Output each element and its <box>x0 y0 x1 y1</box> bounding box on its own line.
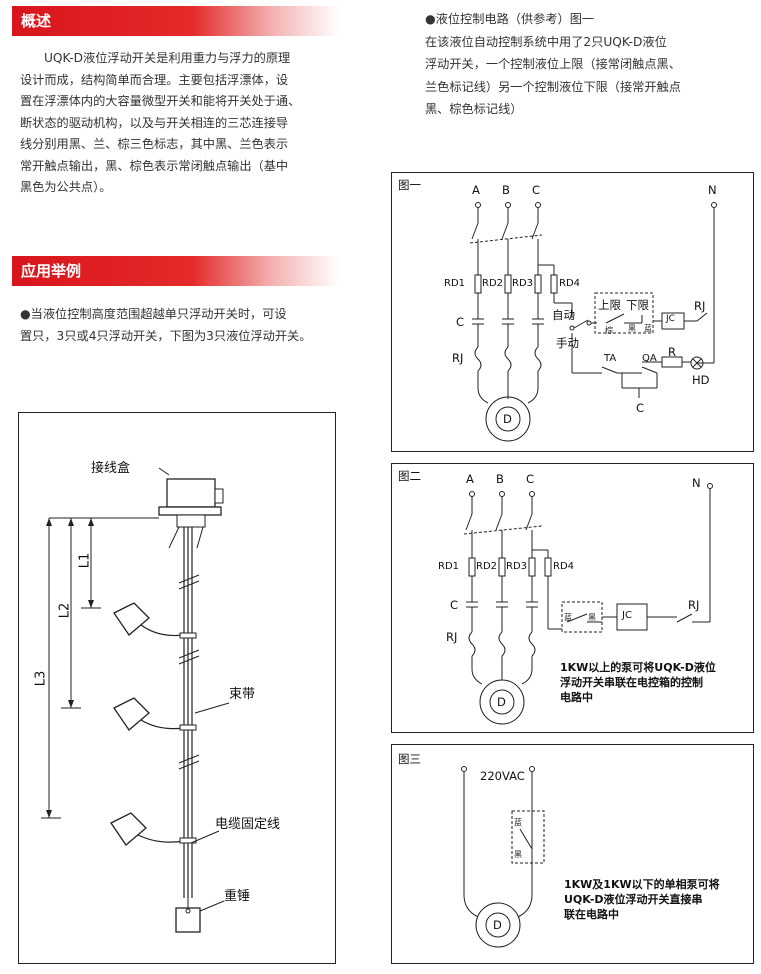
control-line: ●液位控制电路（供参考）图一 <box>425 12 595 26</box>
fig1-rd1: RD1 <box>444 278 466 289</box>
application-paragraph: ●当液位控制高度范围超越单只浮动开关时，可设 置只，3只或4只浮动开关，下图为3… <box>20 304 360 347</box>
fig2-rd2: RD2 <box>476 561 498 572</box>
fig1-qa: QA <box>642 353 657 364</box>
fig3-note-line: 1KW及1KW以下的单相泵可将 <box>564 878 720 891</box>
overview-paragraph: UQK-D液位浮动开关是利用重力与浮力的原理 设计而成，结构简单而合理。主要包括… <box>20 48 350 199</box>
svg-text:黑: 黑 <box>514 850 522 859</box>
junction-box-label: 接线盒 <box>91 461 131 476</box>
overview-line: 黑色为公共点）。 <box>20 180 112 194</box>
fig2-rj: RJ <box>446 630 458 644</box>
figure-2-drawing: 蓝黑 <box>463 483 713 725</box>
fig3-voltage: 220VAC <box>480 769 525 783</box>
overview-line: 设计而成，结构简单而合理。主要包括浮漂体，设 <box>20 72 289 87</box>
fig2-neutral: N <box>692 476 701 490</box>
svg-text:黑: 黑 <box>588 613 596 622</box>
svg-text:棕: 棕 <box>605 325 613 335</box>
fig1-c: C <box>456 315 465 329</box>
fig2-note-line: 浮动开关串联在电控箱的控制 <box>560 676 703 689</box>
svg-text:蓝: 蓝 <box>644 323 652 333</box>
figure-3-title: 图三 <box>398 752 421 766</box>
control-line: 黑、棕色标记线） <box>425 102 523 116</box>
fig1-phase-a: A <box>472 183 480 197</box>
fig1-phase-c: C <box>532 183 541 197</box>
install-diagram-frame: 接线盒 L1 L2 L3 束带 电缆固定线 重锤 <box>18 412 336 964</box>
fig3-motor: D <box>493 918 502 932</box>
weight-label: 重锤 <box>224 889 251 904</box>
fig2-rj2: RJ <box>688 598 700 612</box>
fig1-manual: 手动 <box>556 336 579 350</box>
fig2-note-line: 电路中 <box>560 691 593 704</box>
overview-line: 常开触点输出，黑、棕色表示常闭触点输出（基中 <box>20 158 289 173</box>
figure-1-frame: 棕 黑蓝 图一 A B C N RD1 RD2 RD3 RD4 C RJ D 自动… <box>391 172 754 452</box>
strap-label: 束带 <box>229 687 256 702</box>
figure-2-title: 图二 <box>398 469 421 483</box>
svg-text:蓝: 蓝 <box>514 817 522 827</box>
overview-line: 线分别用黑、兰、棕三色标志，其中黑、兰色表示 <box>20 137 289 151</box>
fig2-note-line: 1KW以上的泵可将UQK-D液位 <box>560 661 716 674</box>
fig3-note: 1KW及1KW以下的单相泵可将 UQK-D液位浮动开关直接串 联在电路中 <box>564 877 720 922</box>
fig1-rj2: RJ <box>694 299 706 313</box>
install-diagram-drawing <box>41 467 230 933</box>
application-line: 置只，3只或4只浮动开关，下图为3只液位浮动开关。 <box>20 328 312 343</box>
control-circuit-paragraph: ●液位控制电路（供参考）图一 在该液位自动控制系统中用了2只UQK-D液位 浮动… <box>425 8 755 121</box>
overview-line: 置在浮漂体内的大容量微型开关和能将开关处于通、 <box>20 94 301 108</box>
control-line: 在该液位自动控制系统中用了2只UQK-D液位 <box>425 34 667 49</box>
fig1-jc: JC <box>666 314 675 324</box>
fig1-upper: 上限 <box>598 298 621 312</box>
fig1-lower: 下限 <box>626 298 649 312</box>
overview-line: 断状态的驱动机构，以及与开关相连的三芯连接导 <box>20 115 289 130</box>
figure-3-drawing: 蓝黑 <box>461 766 545 948</box>
svg-text:蓝: 蓝 <box>564 612 572 622</box>
svg-text:黑: 黑 <box>628 324 636 333</box>
fig1-r: R <box>668 345 676 359</box>
fig2-rd1: RD1 <box>438 561 460 572</box>
fig1-c2: C <box>636 401 645 415</box>
figure-1-title: 图一 <box>398 178 421 192</box>
float-switch-2 <box>113 697 185 731</box>
fig1-phase-b: B <box>502 183 510 197</box>
overview-line: UQK-D液位浮动开关是利用重力与浮力的原理 <box>44 51 291 65</box>
fig1-hd: HD <box>692 373 710 387</box>
l3-label: L3 <box>33 670 49 687</box>
fig1-neutral: N <box>708 183 717 197</box>
application-line: ●当液位控制高度范围超越单只浮动开关时，可设 <box>20 307 287 321</box>
figure-1-drawing: 棕 黑蓝 <box>469 202 717 442</box>
control-line: 浮动开关，一个控制液位上限（接常闭触点黑、 <box>425 57 681 71</box>
overview-heading: 概述 <box>12 6 339 36</box>
fig2-rd3: RD3 <box>506 561 528 572</box>
fig3-note-line: 联在电路中 <box>564 908 619 921</box>
fig2-phase-b: B <box>496 472 504 486</box>
fig1-rd3: RD3 <box>512 278 534 289</box>
cable-fix-label: 电缆固定线 <box>215 817 281 832</box>
l1-label: L1 <box>77 552 93 569</box>
float-switch-3 <box>110 812 185 846</box>
l2-label: L2 <box>57 602 73 619</box>
fig1-auto: 自动 <box>552 308 575 322</box>
fig2-phase-c: C <box>526 472 535 486</box>
figure-2-frame: 蓝黑 图二 A B C N RD1 RD2 RD3 RD4 C RJ D JC … <box>391 463 754 733</box>
fig2-motor: D <box>497 695 506 709</box>
float-switch-1 <box>113 602 185 637</box>
fig2-c: C <box>450 598 459 612</box>
application-heading: 应用举例 <box>12 256 339 286</box>
fig1-ta: TA <box>604 353 617 364</box>
fig1-rd2: RD2 <box>482 278 504 289</box>
fig3-note-line: UQK-D液位浮动开关直接串 <box>564 893 703 906</box>
fig1-rj: RJ <box>452 351 464 365</box>
fig1-motor: D <box>503 412 512 426</box>
fig2-rd4: RD4 <box>553 561 575 572</box>
fig2-note: 1KW以上的泵可将UQK-D液位 浮动开关串联在电控箱的控制 电路中 <box>560 660 716 705</box>
fig2-phase-a: A <box>466 472 474 486</box>
fig1-rd4: RD4 <box>559 278 581 289</box>
control-line: 兰色标记线）另一个控制液位下限（接常开触点 <box>425 79 681 94</box>
figure-3-frame: 蓝黑 图三 220VAC D 1KW及1KW以下的单相泵可将 UQK-D液位浮动… <box>391 744 754 964</box>
fig2-jc: JC <box>622 610 632 621</box>
